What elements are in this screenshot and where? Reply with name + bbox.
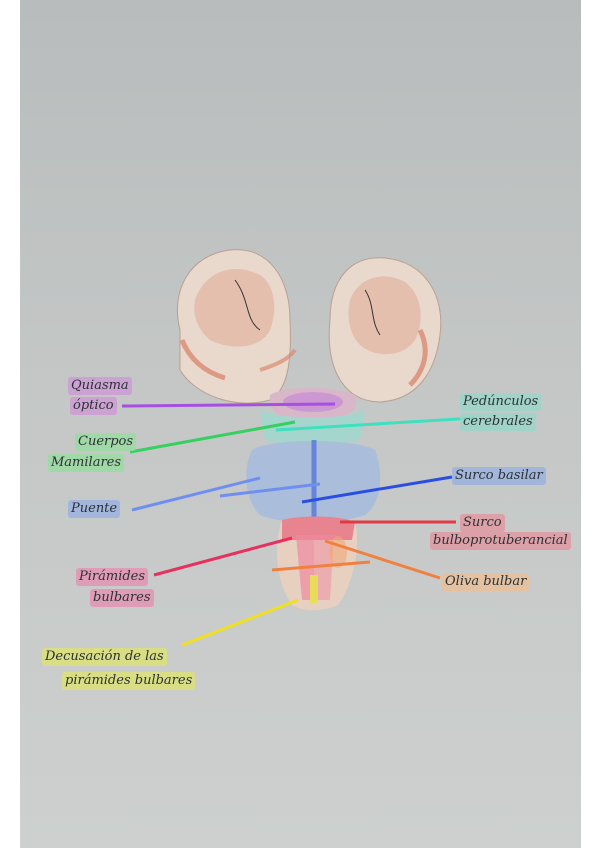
label-quiasma-line2: óptico [70, 397, 117, 415]
label-pedunculos-line2: cerebrales [460, 413, 536, 431]
label-surco-basilar: Surco basilar [452, 467, 546, 485]
label-surco-bulbo-line1: Surco [460, 514, 505, 532]
label-piramides-line1: Pirámides [76, 568, 149, 586]
label-pedunculos-line1: Pedúnculos [460, 393, 542, 411]
decussation-highlight [310, 575, 318, 603]
bulbopontine-sulcus-highlight [282, 516, 355, 540]
quiasma-line [121, 402, 336, 408]
label-piramides-line2: bulbares [90, 589, 154, 607]
label-surco-bulbo-line2: bulboprotuberancial [430, 532, 571, 550]
piramides-line [153, 536, 293, 577]
left-hemisphere [176, 249, 297, 404]
right-hemisphere [328, 257, 442, 403]
brainstem-model [121, 249, 476, 647]
oliva-line-1 [324, 539, 441, 580]
label-cuerpos-line1: Cuerpos [75, 433, 137, 451]
label-quiasma-line1: Quiasma [68, 377, 132, 395]
oliva-line-2 [271, 560, 371, 572]
label-decusacion-line2: pirámides bulbares [62, 672, 196, 690]
label-cuerpos-line2: Mamilares [48, 454, 125, 472]
cuerpos-line [129, 420, 296, 454]
label-oliva: Oliva bulbar [442, 573, 530, 591]
label-puente: Puente [68, 500, 121, 518]
optic-chiasm-highlight [283, 392, 343, 412]
puente-line-1 [131, 476, 261, 512]
photo-background: Quiasma óptico Pedúnculos cerebrales Cue… [20, 0, 581, 848]
pedunculos-line [275, 416, 476, 432]
label-decusacion-line1: Decusación de las [42, 648, 167, 666]
puente-line-2 [219, 482, 321, 498]
decusacion-line [181, 598, 299, 647]
surco-basilar-line [301, 475, 453, 504]
